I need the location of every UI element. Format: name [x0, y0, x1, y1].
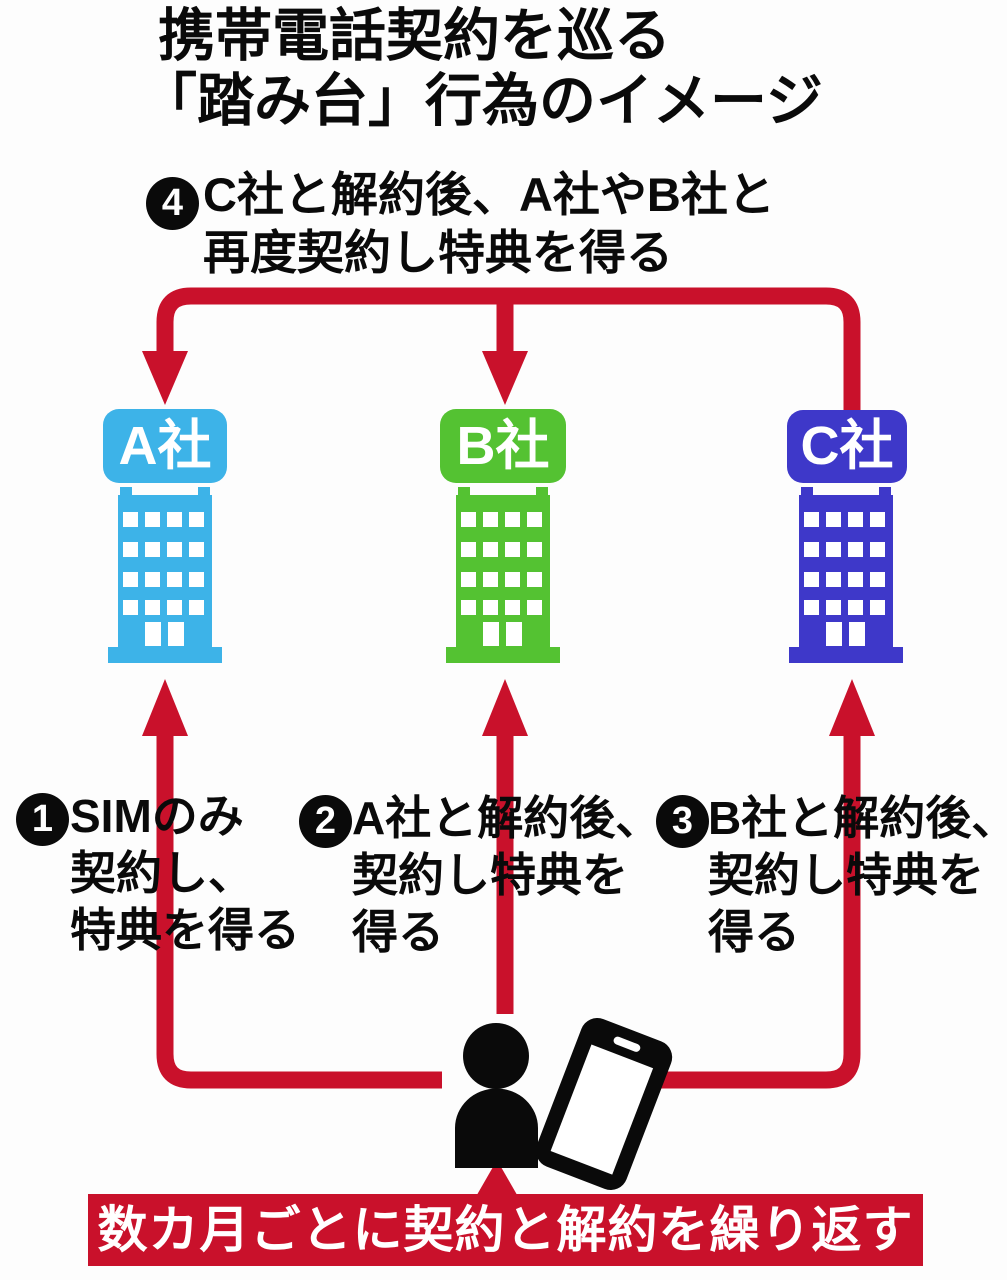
smartphone-icon — [535, 1018, 673, 1190]
company-label-b: B社 — [440, 409, 566, 483]
company-label-a: A社 — [103, 409, 227, 483]
building-icon-c — [789, 487, 903, 663]
building-icon-b — [446, 487, 560, 663]
step-4-line-2: 再度契約し特典を得る — [203, 226, 673, 279]
page-title: 携帯電話契約を巡る 「踏み台」行為のイメージ — [140, 4, 823, 134]
bottom-banner: 数カ月ごとに契約と解約を繰り返す — [88, 1194, 923, 1266]
step-4-line-1: C社と解約後、A社やB社と — [203, 168, 775, 221]
step-3-line-3: 得る — [708, 906, 800, 958]
up-arrow-a — [142, 679, 442, 1089]
step-4-text: C社と解約後、A社やB社と 再度契約し特典を得る — [203, 166, 775, 282]
callout-triangle-icon — [474, 1160, 520, 1200]
person-icon — [454, 1023, 538, 1168]
up-arrow-b — [482, 679, 528, 1014]
step-3-number: 3 — [656, 795, 709, 848]
step-3-text: B社と解約後、 契約し特典を 得る — [708, 790, 1007, 961]
company-label-b-text: B社 — [456, 416, 550, 476]
company-label-a-text: A社 — [118, 416, 212, 476]
top-loop-connector — [142, 287, 861, 434]
step-1-line-1: SIMのみ — [70, 790, 244, 842]
step-1-number: 1 — [16, 793, 69, 846]
title-line-2: 「踏み台」行為のイメージ — [140, 69, 823, 133]
company-label-c-text: C社 — [800, 416, 894, 476]
step-2-line-1: A社と解約後、 — [352, 792, 662, 844]
step-1-line-3: 特典を得る — [70, 904, 300, 956]
down-arrow-icon — [142, 351, 188, 405]
step-3-line-2: 契約し特典を — [708, 849, 984, 901]
up-arrow-icon — [829, 679, 875, 736]
step-2-text: A社と解約後、 契約し特典を 得る — [352, 790, 661, 961]
step-1-text: SIMのみ 契約し、 特典を得る — [70, 788, 300, 959]
step-2-line-2: 契約し特典を — [352, 849, 628, 901]
up-arrow-c — [646, 679, 875, 1089]
bottom-banner-text: 数カ月ごとに契約と解約を繰り返す — [97, 1202, 914, 1258]
step-4-number: 4 — [146, 177, 199, 230]
step-3-line-1: B社と解約後、 — [708, 792, 1007, 844]
building-icon-a — [108, 487, 222, 663]
step-2-line-3: 得る — [352, 906, 444, 958]
company-label-c: C社 — [787, 410, 907, 483]
title-line-1: 携帯電話契約を巡る — [158, 4, 671, 68]
step-1-line-2: 契約し、 — [70, 847, 254, 899]
up-arrow-icon — [482, 679, 528, 736]
down-arrow-icon — [482, 351, 528, 405]
step-2-number: 2 — [299, 795, 352, 848]
up-arrow-icon — [142, 679, 188, 736]
